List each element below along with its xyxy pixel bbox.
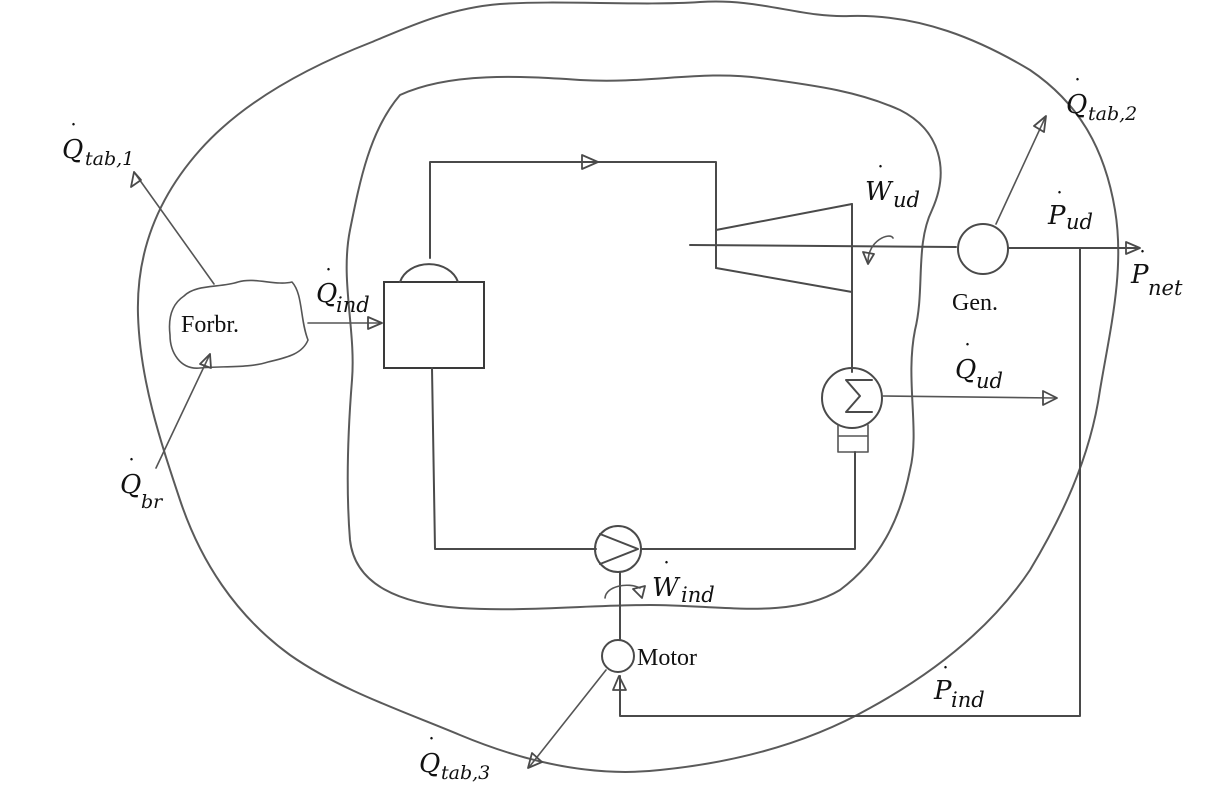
svg-text:Q: Q [955, 355, 976, 385]
fuel-blob [168, 279, 309, 369]
boiler-box [383, 281, 485, 369]
steam-line [429, 161, 717, 269]
p-ind-label: ˙ P ind [933, 664, 985, 712]
svg-text:˙: ˙ [661, 559, 672, 584]
w-ind-label: ˙ W ind [652, 559, 715, 607]
svg-text:W: W [865, 177, 894, 207]
w-ud-rotation-arrowhead [862, 251, 875, 265]
p-net-arrowhead [1125, 241, 1141, 255]
svg-text:˙: ˙ [1072, 76, 1083, 101]
svg-text:˙: ˙ [1137, 248, 1148, 273]
p-ind-feedback-line [619, 247, 1081, 717]
steam-flow-arrowhead [581, 154, 599, 170]
q-tab-2-arrow-line [995, 117, 1046, 225]
condenser-coil [845, 379, 873, 413]
q-br-label: ˙ Q br [120, 456, 164, 513]
svg-text:tab,3: tab,3 [441, 762, 490, 784]
w-ud-label: ˙ W ud [865, 163, 920, 212]
svg-text:Q: Q [120, 470, 141, 500]
svg-text:˙: ˙ [1054, 189, 1065, 214]
q-br-arrow-line [155, 353, 211, 469]
svg-text:Q: Q [419, 749, 440, 779]
generator-label: Gen. [952, 290, 998, 316]
svg-text:˙: ˙ [126, 456, 137, 481]
pump-circle [594, 525, 642, 573]
svg-text:ind: ind [336, 293, 370, 317]
q-tab-1-arrowhead [130, 171, 142, 188]
q-ud-label: ˙ Q ud [955, 341, 1003, 393]
svg-text:ud: ud [1066, 210, 1093, 234]
svg-text:ind: ind [681, 583, 715, 607]
inner-system-boundary [345, 74, 942, 611]
svg-text:˙: ˙ [323, 266, 334, 291]
motor-circle [601, 639, 635, 673]
q-tab-3-arrowhead [527, 752, 543, 769]
svg-text:W: W [652, 573, 681, 603]
condensate-line [641, 451, 856, 550]
q-tab-1-arrow-line [133, 171, 215, 285]
condenser-circle [821, 367, 883, 429]
svg-text:ind: ind [951, 688, 985, 712]
q-br-arrowhead [199, 353, 212, 369]
fuel-label: Forbr. [181, 312, 239, 338]
svg-text:br: br [141, 491, 164, 513]
q-ud-arrow-line [881, 395, 1056, 399]
pump-symbol [599, 533, 639, 565]
q-tab-2-label: ˙ Q tab,2 [1066, 76, 1137, 125]
outer-system-boundary [136, 0, 1120, 773]
p-ud-label: ˙ P ud [1047, 189, 1093, 234]
p-net-label: ˙ P net [1130, 248, 1183, 300]
svg-text:Q: Q [62, 135, 83, 165]
q-ind-arrowhead [367, 316, 383, 330]
w-ind-rotation-arrow [604, 584, 641, 599]
q-tab-1-label: ˙ Q tab,1 [62, 121, 134, 170]
feedwater-line [431, 367, 597, 550]
svg-text:˙: ˙ [875, 163, 886, 188]
motor-label: Motor [637, 645, 697, 671]
svg-text:net: net [1148, 276, 1183, 300]
q-tab-2-arrowhead [1033, 115, 1047, 133]
turbine [715, 203, 853, 293]
svg-text:tab,2: tab,2 [1088, 103, 1137, 125]
w-ind-rotation-arrowhead [632, 585, 646, 599]
q-ud-arrowhead [1042, 390, 1058, 406]
svg-text:˙: ˙ [940, 664, 951, 689]
turbine-shaft [689, 244, 957, 248]
p-ind-arrowhead [612, 675, 627, 691]
q-tab-3-arrow-line [529, 669, 607, 767]
svg-text:˙: ˙ [426, 735, 437, 760]
svg-text:ud: ud [893, 188, 920, 212]
svg-text:P: P [1047, 201, 1066, 231]
svg-text:P: P [933, 676, 952, 706]
w-ud-rotation-arrow [867, 235, 894, 263]
svg-text:ud: ud [976, 369, 1003, 393]
svg-text:P: P [1130, 260, 1149, 290]
svg-text:Q: Q [316, 279, 337, 309]
condenser-base [837, 424, 869, 453]
generator-circle [957, 223, 1009, 275]
svg-text:˙: ˙ [68, 121, 79, 146]
svg-text:˙: ˙ [962, 341, 973, 366]
q-ind-label: ˙ Q ind [316, 266, 370, 317]
svg-text:tab,1: tab,1 [85, 148, 134, 170]
svg-text:Q: Q [1066, 90, 1087, 120]
boiler-drum [399, 263, 459, 283]
q-tab-3-label: ˙ Q tab,3 [419, 735, 490, 784]
